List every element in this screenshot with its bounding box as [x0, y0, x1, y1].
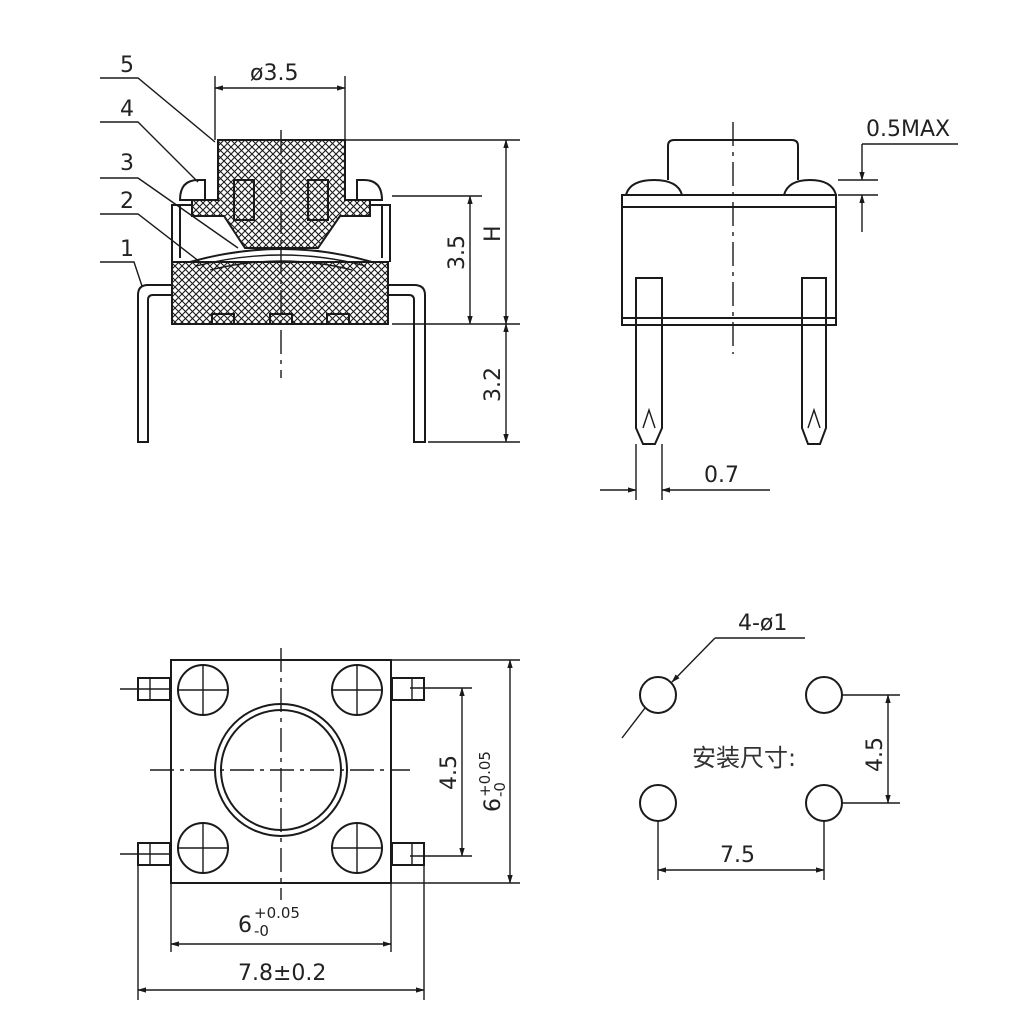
- front-left-lead: [635, 277, 663, 445]
- side-section-view: 5 4 3 2 1 ø3.5 3.5 H 3.2: [100, 53, 520, 443]
- protrusion-dim: 0.5MAX: [866, 117, 950, 142]
- top-body-width-tol-plus: +0.05: [254, 904, 300, 922]
- mounting-label: 安装尺寸:: [692, 744, 796, 772]
- callout-4: 4: [120, 97, 134, 122]
- lead-width-dim: 0.7: [704, 463, 739, 488]
- pcb-footprint: 4-ø1 安装尺寸: 4.5 7.5: [621, 611, 900, 880]
- front-view: 0.5MAX 0.7: [600, 117, 958, 500]
- front-right-lead: [801, 277, 827, 445]
- body-height-dim: 3.5: [445, 235, 470, 270]
- callout-2: 2: [120, 189, 134, 214]
- footprint-pitch-x-dim: 7.5: [720, 843, 755, 868]
- right-lead: [387, 284, 426, 443]
- callout-1: 1: [120, 237, 134, 262]
- callout-3: 3: [120, 151, 134, 176]
- top-body-width-tol-minus: -0: [254, 922, 269, 940]
- footprint-pitch-y-dim: 4.5: [863, 737, 888, 772]
- top-body-height-tol-minus: -0: [491, 782, 509, 797]
- top-pitch-y-dim: 4.5: [437, 755, 462, 790]
- hole-top-left: [639, 676, 677, 714]
- lead-length-dim: 3.2: [481, 367, 506, 402]
- top-body-height-tol-plus: +0.05: [476, 751, 494, 797]
- cap-diameter-dim: ø3.5: [250, 61, 298, 86]
- top-body-width-dim: 6: [238, 913, 252, 938]
- front-body: [621, 194, 837, 326]
- top-body-height-dim: 6: [481, 798, 506, 812]
- total-height-dim: H: [481, 225, 506, 242]
- overall-width-dim: 7.8±0.2: [238, 961, 326, 986]
- hole-bottom-left: [639, 784, 677, 822]
- holes-dim: 4-ø1: [738, 611, 787, 636]
- left-lead: [137, 284, 175, 443]
- top-view: 4.5 6 +0.05 -0 6 +0.05 -0 7.8±0.2: [120, 648, 520, 1000]
- callout-5: 5: [120, 53, 134, 78]
- hole-bottom-right: [805, 784, 843, 822]
- hole-top-right: [805, 676, 843, 714]
